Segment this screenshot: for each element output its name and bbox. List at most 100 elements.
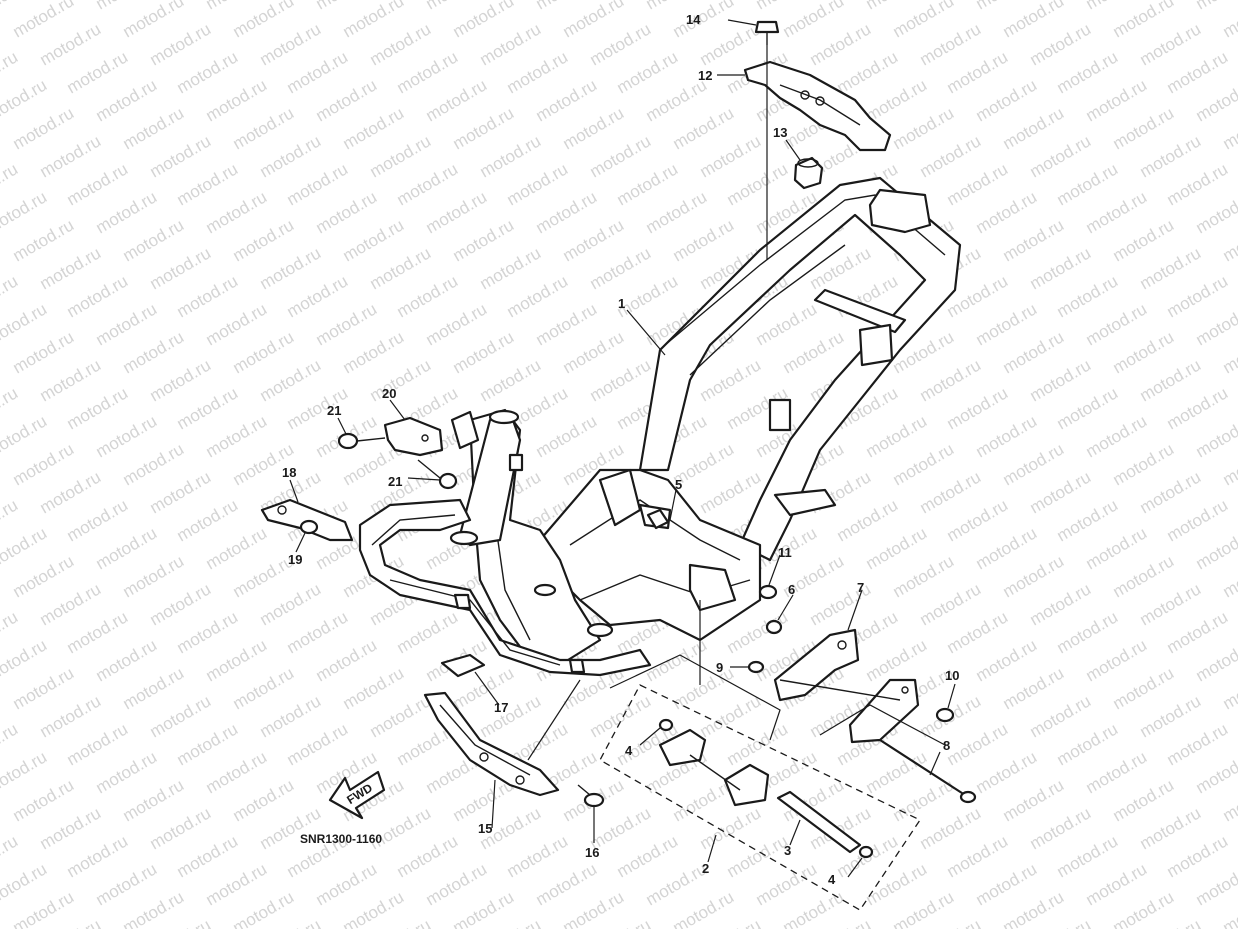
watermark-text: motod.ru — [313, 187, 381, 237]
watermark-text: motod.ru — [1027, 467, 1095, 517]
watermark-text: motod.ru — [313, 635, 381, 685]
watermark-text: motod.ru — [670, 663, 738, 713]
watermark-text: motod.ru — [560, 887, 628, 929]
watermark-text: motod.ru — [614, 159, 682, 209]
watermark-text: motod.ru — [93, 523, 161, 573]
guard-bolt-part — [577, 784, 605, 808]
watermark-text: motod.ru — [917, 19, 985, 69]
watermark-text: motod.ru — [257, 243, 325, 293]
watermark-text: motod.ru — [890, 103, 958, 153]
watermark-text: motod.ru — [724, 831, 792, 881]
watermark-text: motod.ru — [890, 551, 958, 601]
callout-19: 19 — [288, 552, 302, 567]
watermark-text: motod.ru — [1000, 215, 1068, 265]
watermark-text: motod.ru — [533, 187, 601, 237]
watermark-text: motod.ru — [1193, 523, 1238, 573]
watermark-text: motod.ru — [697, 467, 765, 517]
watermark-text: motod.ru — [1054, 719, 1122, 769]
watermark-text: motod.ru — [367, 131, 435, 181]
watermark-text: motod.ru — [1137, 691, 1205, 741]
watermark-text: motod.ru — [64, 831, 132, 881]
nut-10-part — [935, 707, 955, 723]
watermark-text: motod.ru — [93, 859, 161, 909]
watermark-text: motod.ru — [10, 663, 78, 713]
watermark-text: motod.ru — [93, 747, 161, 797]
watermark-text: motod.ru — [1164, 383, 1232, 433]
callout-10: 10 — [945, 668, 959, 683]
watermark-text: motod.ru — [64, 495, 132, 545]
callout-7: 7 — [857, 580, 864, 595]
watermark-text: motod.ru — [1000, 103, 1068, 153]
callout-2: 2 — [702, 861, 709, 876]
watermark-text: motod.ru — [203, 523, 271, 573]
watermark-text: motod.ru — [917, 355, 985, 405]
watermark-text: motod.ru — [203, 75, 271, 125]
callout-4-upper: 4 — [625, 743, 633, 758]
watermark-text: motod.ru — [477, 355, 545, 405]
watermark-text: motod.ru — [944, 719, 1012, 769]
callout-5: 5 — [675, 477, 682, 492]
watermark-text: motod.ru — [37, 243, 105, 293]
front-bracket-part — [383, 416, 444, 457]
watermark-text: motod.ru — [174, 607, 242, 657]
watermark-text: motod.ru — [670, 103, 738, 153]
watermark-text: motod.ru — [174, 271, 242, 321]
watermark-text: motod.ru — [1054, 831, 1122, 881]
watermark-text: motod.ru — [230, 551, 298, 601]
watermark-text: motod.ru — [863, 747, 931, 797]
side-bracket-part — [260, 498, 354, 542]
watermark-text: motod.ru — [10, 215, 78, 265]
callout-9: 9 — [716, 660, 723, 675]
watermark-text: motod.ru — [477, 19, 545, 69]
watermark-text: motod.ru — [917, 131, 985, 181]
watermark-text: motod.ru — [1137, 579, 1205, 629]
watermark-text: motod.ru — [340, 103, 408, 153]
watermark-text: motod.ru — [120, 663, 188, 713]
engine-bracket-right-part — [848, 678, 920, 744]
watermark-text: motod.ru — [147, 131, 215, 181]
watermark-text: motod.ru — [1220, 0, 1238, 41]
nut-6-part — [765, 619, 783, 635]
watermark-text: motod.ru — [1027, 691, 1095, 741]
watermark-text: motod.ru — [284, 47, 352, 97]
callout-16: 16 — [585, 845, 599, 860]
watermark-text: motod.ru — [697, 19, 765, 69]
watermark-text: motod.ru — [423, 75, 491, 125]
watermark-text: motod.ru — [257, 579, 325, 629]
watermark-text: motod.ru — [367, 243, 435, 293]
watermark-text: motod.ru — [533, 75, 601, 125]
watermark-text: motod.ru — [1164, 159, 1232, 209]
callout-11: 11 — [778, 545, 792, 560]
watermark-text: motod.ru — [230, 663, 298, 713]
callout-numbers: 1 2 3 4 4 5 6 7 8 9 10 11 12 13 14 15 16… — [282, 12, 959, 887]
watermark-text: motod.ru — [477, 243, 545, 293]
watermark-text: motod.ru — [1193, 75, 1238, 125]
watermark-text: motod.ru — [973, 635, 1041, 685]
watermark-text: motod.ru — [1000, 551, 1068, 601]
watermark-text: motod.ru — [284, 271, 352, 321]
watermark-text: motod.ru — [147, 19, 215, 69]
watermark-text: motod.ru — [477, 691, 545, 741]
assembly-group-outline — [599, 654, 946, 911]
collar-part — [299, 519, 319, 535]
watermark-text: motod.ru — [504, 271, 572, 321]
watermark-text: motod.ru — [1110, 215, 1178, 265]
watermark-text: motod.ru — [1083, 411, 1151, 461]
watermark-text: motod.ru — [93, 187, 161, 237]
watermark-text: motod.ru — [10, 103, 78, 153]
watermark-text: motod.ru — [587, 131, 655, 181]
watermark-text: motod.ru — [944, 831, 1012, 881]
watermark-text: motod.ru — [560, 103, 628, 153]
watermark-text: motod.ru — [724, 719, 792, 769]
watermark-text: motod.ru — [1193, 187, 1238, 237]
leader-lines — [289, 19, 956, 878]
watermark-text: motod.ru — [147, 467, 215, 517]
watermark-text: motod.ru — [973, 859, 1041, 909]
watermark-text: motod.ru — [697, 131, 765, 181]
main-frame-part — [358, 176, 962, 677]
callout-4-lower: 4 — [828, 872, 836, 887]
watermark-text: motod.ru — [863, 859, 931, 909]
watermark-text: motod.ru — [1164, 719, 1232, 769]
watermark-text: motod.ru — [1083, 523, 1151, 573]
